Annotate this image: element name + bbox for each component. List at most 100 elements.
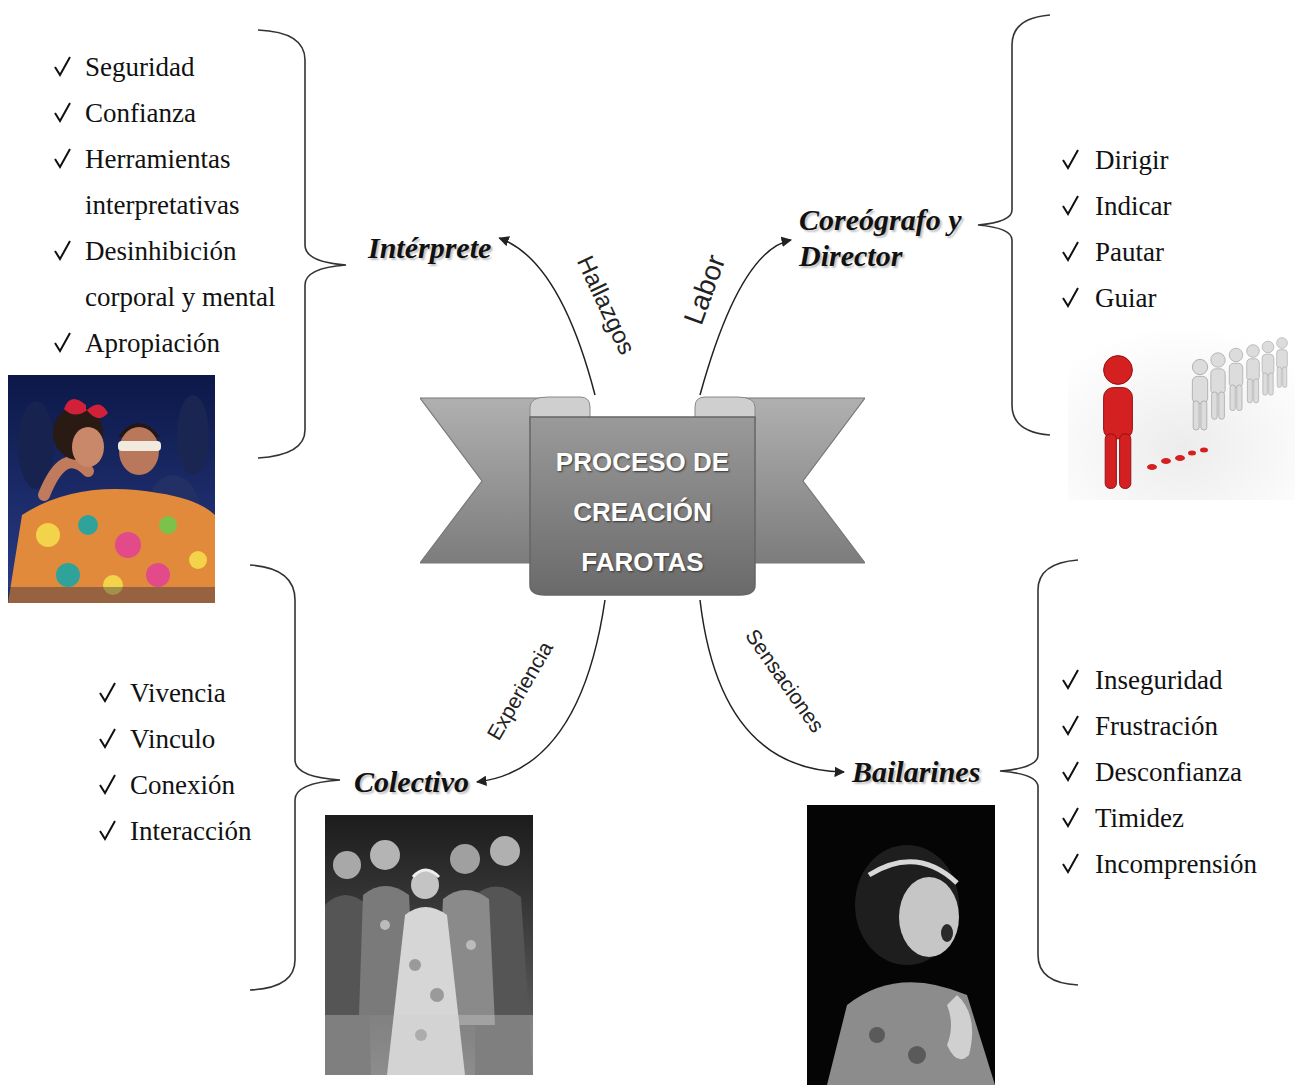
photo-illustration [118, 441, 161, 451]
photo-illustration [1200, 448, 1208, 453]
check-mark [1063, 670, 1078, 688]
curly-brace [258, 30, 346, 458]
photo-illustration [325, 815, 533, 1075]
check-mark [100, 775, 115, 793]
check-mark [55, 57, 70, 75]
photo-illustration [1247, 345, 1260, 403]
photo-illustration [490, 836, 520, 866]
photo-illustration [325, 1015, 533, 1075]
check-mark [1063, 716, 1078, 734]
list-item: Conexión [130, 762, 280, 808]
list-item: Seguridad [85, 44, 300, 90]
photo-illustration [36, 523, 60, 547]
photo-illustration [807, 805, 995, 1085]
check-mark [55, 149, 70, 167]
photo-illustration [1229, 348, 1243, 410]
role-text: Colectivo [352, 762, 471, 802]
photo-illustration [941, 924, 953, 942]
list-item: Indicar [1095, 183, 1285, 229]
check-mark [1063, 196, 1078, 214]
photo-illustration [72, 427, 104, 467]
check-mark [55, 57, 1078, 872]
list-item: Apropiación [85, 320, 300, 366]
photo-illustration [370, 840, 400, 870]
photo-illustration [869, 862, 957, 883]
photo-illustration [908, 1046, 926, 1064]
check-mark [1063, 762, 1078, 780]
check-mark [1063, 150, 1078, 168]
curved-arrow [700, 600, 844, 772]
list-item: Guiar [1095, 275, 1285, 321]
photo-illustration [115, 532, 141, 558]
photo-illustration [807, 805, 995, 1085]
photo-illustration [1175, 455, 1185, 461]
photo-illustration [1192, 359, 1207, 430]
list-item: Desconfianza [1095, 749, 1290, 795]
check-mark [100, 683, 115, 701]
list-item: Desinhibición corporal y mental [85, 228, 300, 320]
list-item: Inseguridad [1095, 657, 1290, 703]
photo-illustration [189, 551, 207, 569]
role-heading: Colectivo [352, 762, 471, 802]
curly-brace [978, 15, 1050, 435]
check-mark [1063, 854, 1078, 872]
role-heading: Coreógrafo y Director [797, 200, 975, 276]
photo-illustration [466, 940, 476, 950]
photo-illustration [78, 515, 98, 535]
arrow-label: Labor [676, 248, 734, 332]
photo-illustration [1161, 458, 1171, 464]
photo-illustration [947, 995, 972, 1059]
photo-illustration [146, 563, 170, 587]
curved-arrow [477, 600, 605, 782]
list-item: Vinculo [130, 716, 280, 762]
check-mark [1063, 242, 1078, 260]
arrow-label: Hallazgos [569, 248, 642, 361]
check-mark [1063, 288, 1078, 306]
list-item: Frustración [1095, 703, 1290, 749]
check-mark [100, 821, 115, 839]
check-mark [55, 241, 70, 259]
photo-illustration [1104, 356, 1133, 489]
photo-illustration [409, 959, 421, 971]
list-item: Confianza [85, 90, 300, 136]
photo-illustration [411, 871, 439, 899]
photo-illustration [855, 845, 959, 965]
photo-illustration [827, 982, 995, 1085]
photo-illustration [899, 877, 959, 957]
list-item: Dirigir [1095, 137, 1285, 183]
photo-illustration [1211, 353, 1225, 419]
list-item: Incomprensión [1095, 841, 1290, 887]
check-mark [1063, 808, 1078, 826]
ribbon-center [530, 417, 755, 595]
role-text: Coreógrafo y Director [797, 200, 975, 276]
photo-illustration [325, 886, 533, 1075]
photo-illustration [56, 563, 80, 587]
list-item: Vivencia [130, 670, 280, 716]
list-item: Herramientas interpretativas [85, 136, 300, 228]
arrow-label: Sensaciones [739, 621, 832, 739]
check-mark [100, 729, 115, 747]
photo-illustration [869, 1027, 885, 1043]
curly-brace [1000, 560, 1078, 985]
photo-illustration [44, 462, 88, 495]
banner-text: PROCESO DE CREACIÓN FAROTAS [532, 437, 753, 587]
check-mark [55, 103, 70, 121]
photo-illustration [177, 395, 209, 475]
photo-illustration [1068, 325, 1295, 500]
role-text: Bailarines [850, 752, 982, 792]
photo-illustration [8, 375, 215, 603]
role-heading: Intérprete [366, 228, 493, 268]
photo-illustration [325, 815, 533, 1075]
check-mark [55, 333, 70, 351]
photo-illustration [8, 375, 215, 603]
photo-illustration [64, 399, 108, 418]
photo-illustration [1277, 338, 1288, 388]
title-banner: PROCESO DE CREACIÓN FAROTAS [420, 395, 865, 600]
photo-illustration [159, 516, 177, 534]
photo-illustration [450, 844, 480, 874]
photo-illustration [380, 920, 390, 930]
photo-illustration [1147, 464, 1157, 470]
photo-illustration [333, 851, 361, 879]
photo-illustration [1188, 451, 1196, 456]
